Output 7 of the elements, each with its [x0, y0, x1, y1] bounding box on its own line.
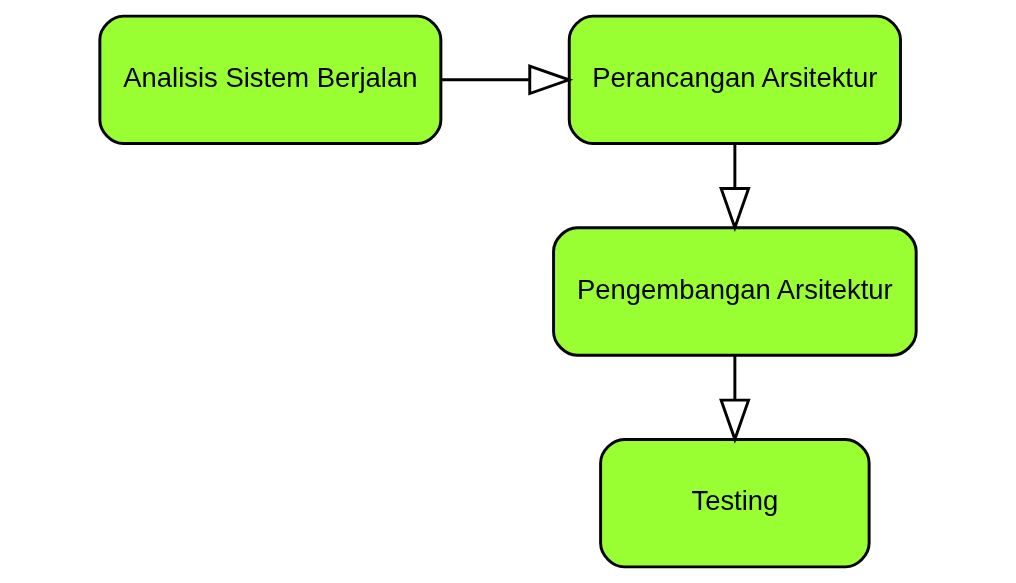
arrow: [440, 64, 574, 96]
arrow: [719, 355, 751, 444]
node-box: Perancangan Arsitektur: [567, 14, 902, 145]
arrow: [719, 143, 751, 233]
node-box: Analisis Sistem Berjalan: [98, 14, 443, 145]
node-box: Pengembangan Arsitektur: [552, 226, 918, 357]
node-box: Testing: [599, 438, 871, 569]
